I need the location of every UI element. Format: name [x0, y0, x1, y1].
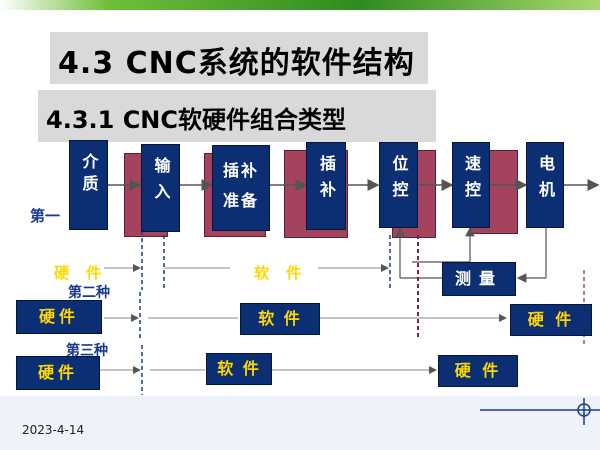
block-input-label: 输入 — [151, 157, 171, 209]
type3-hardware-right: 硬 件 — [438, 355, 518, 387]
type-first-label: 第一 — [30, 207, 61, 225]
page-subtitle: 4.3.1 CNC软硬件组合类型 — [46, 106, 346, 134]
type1-software-label: 软 件 — [254, 264, 308, 282]
page-title: 4.3 CNC系统的软件结构 — [58, 46, 415, 81]
type-third-label: 第三种 — [66, 343, 108, 359]
block-medium-label: 介质 — [79, 153, 99, 197]
block-medium: 介质 — [69, 140, 108, 230]
block-speed-control: 速控 — [452, 142, 490, 228]
block-motor-label: 电机 — [536, 155, 555, 207]
block-speed-control-label: 速控 — [462, 155, 481, 207]
block-interp-label: 插补 — [317, 155, 336, 207]
block-input: 输入 — [141, 144, 180, 232]
type2-hardware-left: 硬件 — [16, 300, 102, 334]
subtitle-background — [38, 90, 436, 142]
type3-hardware-left: 硬件 — [16, 356, 100, 390]
block-interp: 插补 — [306, 142, 346, 230]
block-position-control-label: 位控 — [389, 155, 409, 207]
block-measure-label: 测量 — [454, 269, 503, 288]
title-background — [50, 32, 428, 84]
block-position-control: 位控 — [379, 142, 418, 228]
type-second-label: 第二种 — [68, 285, 110, 301]
top-accent-bar — [0, 0, 600, 10]
block-motor: 电机 — [526, 142, 564, 228]
block-interp-prep: 插补准备 — [212, 145, 270, 231]
slide-date: 2023-4-14 — [22, 423, 85, 437]
bottom-band — [0, 396, 600, 450]
type2-hardware-right: 硬 件 — [510, 304, 592, 336]
type1-hardware-label: 硬 件 — [54, 264, 108, 282]
type2-software: 软 件 — [240, 303, 320, 335]
type3-software: 软 件 — [206, 353, 272, 385]
block-interp-prep-label: 插补准备 — [222, 161, 259, 210]
block-measure: 测量 — [442, 262, 516, 296]
